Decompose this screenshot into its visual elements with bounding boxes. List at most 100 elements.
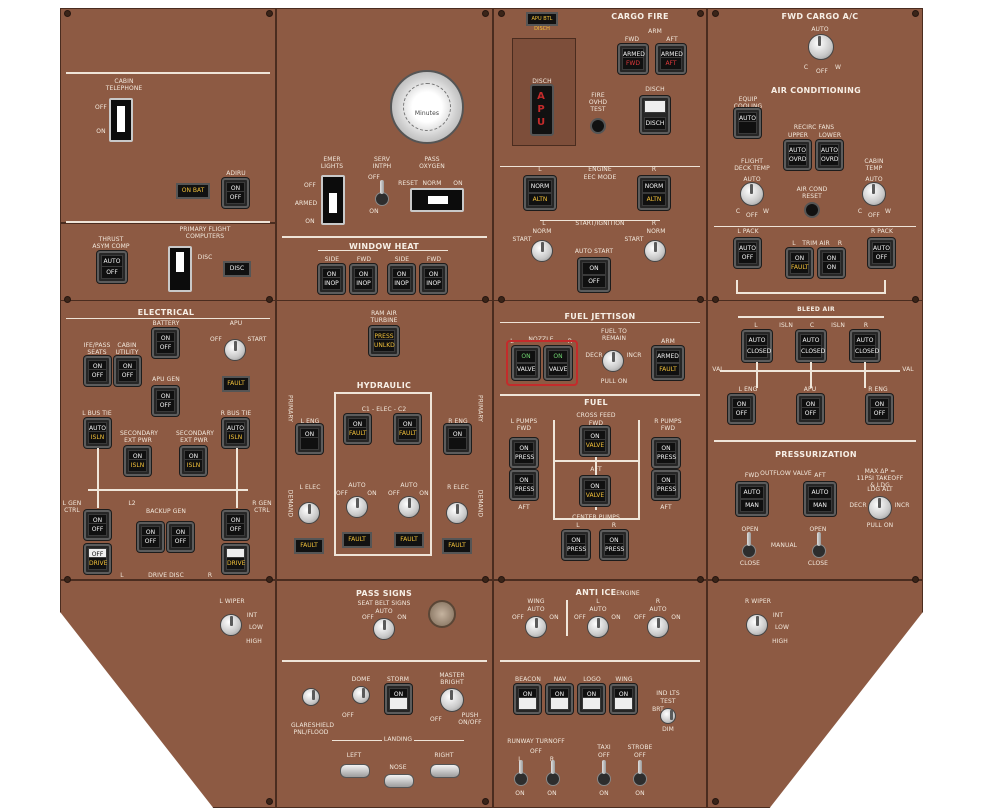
r-start-knob[interactable] <box>644 240 666 262</box>
glareshield-knob[interactable] <box>302 688 320 706</box>
apu-selector-knob[interactable] <box>224 339 246 361</box>
fuel-to-remain-knob[interactable] <box>602 350 624 372</box>
l-eng-pump-button[interactable]: ON <box>296 424 323 454</box>
cabin-telephone-switch[interactable] <box>109 98 133 142</box>
apu-fire-handle[interactable] <box>530 84 554 136</box>
primary-flight-computers-switch[interactable] <box>168 246 192 292</box>
manual-fwd-toggle[interactable] <box>742 532 756 558</box>
flight-deck-temp-knob[interactable] <box>740 182 764 206</box>
landing-right-switch[interactable] <box>430 764 460 778</box>
emer-lights-switch[interactable] <box>321 175 345 225</box>
cabin-temp-knob[interactable] <box>862 182 886 206</box>
c1-demand-knob[interactable] <box>346 496 368 518</box>
dome-knob[interactable] <box>352 686 370 704</box>
logo-button[interactable]: ON <box>578 684 605 714</box>
wing-anti-ice-knob[interactable] <box>525 616 547 638</box>
fwd-cargo-temp-knob[interactable] <box>808 34 834 60</box>
serv-intph-toggle[interactable] <box>375 180 389 206</box>
eng-r-anti-ice-knob[interactable] <box>647 616 669 638</box>
strobe-toggle[interactable] <box>633 760 647 786</box>
master-bright-knob[interactable] <box>440 688 464 712</box>
l-elec-demand-knob[interactable] <box>298 502 320 524</box>
pass-oxygen-switch[interactable] <box>410 188 464 212</box>
taxi-toggle[interactable] <box>597 760 611 786</box>
runway-l-toggle[interactable] <box>514 760 528 786</box>
r-eng-pump-button[interactable]: ON <box>444 424 471 454</box>
r-elec-demand-knob[interactable] <box>446 502 468 524</box>
r-drive-disc-button[interactable]: DRIVE <box>222 544 249 574</box>
seat-belt-signs-knob[interactable] <box>373 618 395 640</box>
ind-lts-knob[interactable] <box>660 708 676 724</box>
cargo-fire-disch-button[interactable]: DISCH <box>640 96 670 134</box>
l-wiper-knob[interactable] <box>220 614 242 636</box>
runway-r-toggle[interactable] <box>546 760 560 786</box>
ldg-alt-knob[interactable] <box>868 496 892 520</box>
air-cond-reset-button[interactable] <box>804 202 820 218</box>
wing-lights-button[interactable]: ON <box>610 684 637 714</box>
c2-demand-knob[interactable] <box>398 496 420 518</box>
r-wiper-knob[interactable] <box>746 614 768 636</box>
fire-ovhd-test-button[interactable] <box>590 118 606 134</box>
eng-l-anti-ice-knob[interactable] <box>587 616 609 638</box>
nav-button[interactable]: ON <box>546 684 573 714</box>
landing-nose-switch[interactable] <box>384 774 414 788</box>
beacon-button[interactable]: ON <box>514 684 541 714</box>
storm-button[interactable]: ON <box>385 684 412 714</box>
manual-aft-toggle[interactable] <box>812 532 826 558</box>
landing-left-switch[interactable] <box>340 764 370 778</box>
l-start-knob[interactable] <box>531 240 553 262</box>
